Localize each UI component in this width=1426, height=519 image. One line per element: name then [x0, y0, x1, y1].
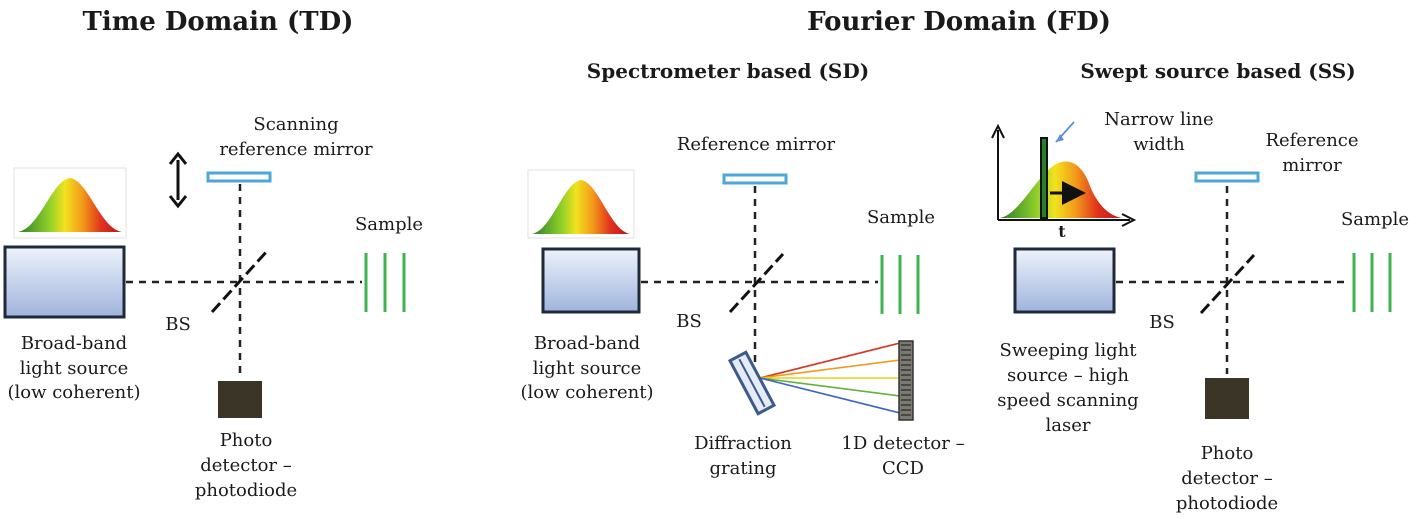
sd-ccd-label-1: 1D detector –	[841, 433, 964, 454]
ss-source-label-1: Sweeping light	[999, 340, 1137, 361]
td-scan-arrow-icon	[168, 151, 188, 209]
td-detector-label-2: detector –	[200, 455, 292, 476]
td-mirror-label-2: reference mirror	[219, 139, 373, 160]
td-title: Time Domain (TD)	[83, 7, 354, 37]
ss-note-label-1: Narrow line	[1104, 109, 1213, 130]
ss-detector-label-1: Photo	[1201, 443, 1254, 464]
sd-diffraction-grating	[727, 350, 777, 416]
sd-dispersed-rays	[759, 342, 901, 414]
sd-grating-label-1: Diffraction	[694, 433, 792, 454]
ss-t-axis-label: t	[1058, 222, 1066, 241]
ss-note-label-2: width	[1133, 134, 1185, 155]
td-bs-label: BS	[165, 314, 191, 335]
sd-sample-icon	[880, 255, 920, 314]
sd-diagram: Reference mirror Sample BS Broad-band li…	[520, 134, 964, 479]
sd-grating-label-2: grating	[710, 458, 777, 479]
sd-ccd-label-2: CCD	[882, 458, 924, 479]
td-source-box	[3, 245, 126, 319]
td-sample-icon	[364, 253, 406, 312]
ss-source-label-3: speed scanning	[997, 390, 1138, 411]
ss-photodetector	[1205, 378, 1249, 419]
td-sample-label: Sample	[355, 214, 423, 235]
sd-source-label-1: Broad-band	[534, 333, 640, 354]
sd-mirror-label: Reference mirror	[677, 134, 836, 155]
sd-source-label-3: (low coherent)	[520, 382, 653, 403]
ss-bs-label: BS	[1149, 312, 1175, 333]
td-photodetector	[218, 381, 262, 418]
ss-source-label-4: laser	[1046, 415, 1091, 436]
td-mirror-label-1: Scanning	[253, 114, 338, 135]
ss-detector-label-2: detector –	[1181, 468, 1273, 489]
ss-subtitle: Swept source based (SS)	[1080, 59, 1355, 83]
sd-bs-label: BS	[676, 311, 702, 332]
sd-beam-splitter	[728, 252, 785, 314]
td-beam-splitter	[210, 248, 270, 314]
ss-reference-mirror	[1194, 171, 1260, 183]
ss-diagram: t Narrow line width Reference mirror Sam…	[991, 109, 1409, 514]
sd-reference-mirror	[722, 173, 788, 185]
ss-spectrum-plot	[991, 121, 1137, 227]
td-spectrum-icon	[13, 167, 127, 239]
sd-ccd-detector	[898, 340, 914, 421]
td-source-label-2: light source	[20, 358, 129, 379]
fd-title: Fourier Domain (FD)	[807, 7, 1111, 37]
td-source-label-1: Broad-band	[21, 333, 127, 354]
sd-source-label-2: light source	[533, 358, 642, 379]
sd-subtitle: Spectrometer based (SD)	[587, 59, 869, 83]
sd-spectrum-icon	[527, 169, 635, 239]
td-detector-label-3: photodiode	[195, 480, 297, 501]
ss-source-box	[1013, 247, 1116, 314]
ss-beam-splitter	[1199, 253, 1256, 315]
ss-source-label-2: source – high	[1007, 365, 1129, 386]
sd-sample-label: Sample	[867, 207, 935, 228]
ss-mirror-label-1: Reference	[1265, 130, 1358, 151]
td-source-label-3: (low coherent)	[7, 382, 140, 403]
sd-source-box	[541, 247, 641, 314]
ss-sample-icon	[1352, 253, 1392, 312]
ss-sample-label: Sample	[1341, 209, 1409, 230]
td-reference-mirror	[206, 171, 272, 183]
td-diagram: Scanning reference mirror Sample BS Broa…	[3, 114, 423, 501]
ss-detector-label-3: photodiode	[1176, 493, 1278, 514]
td-detector-label-1: Photo	[220, 430, 273, 451]
ss-mirror-label-2: mirror	[1282, 155, 1342, 176]
